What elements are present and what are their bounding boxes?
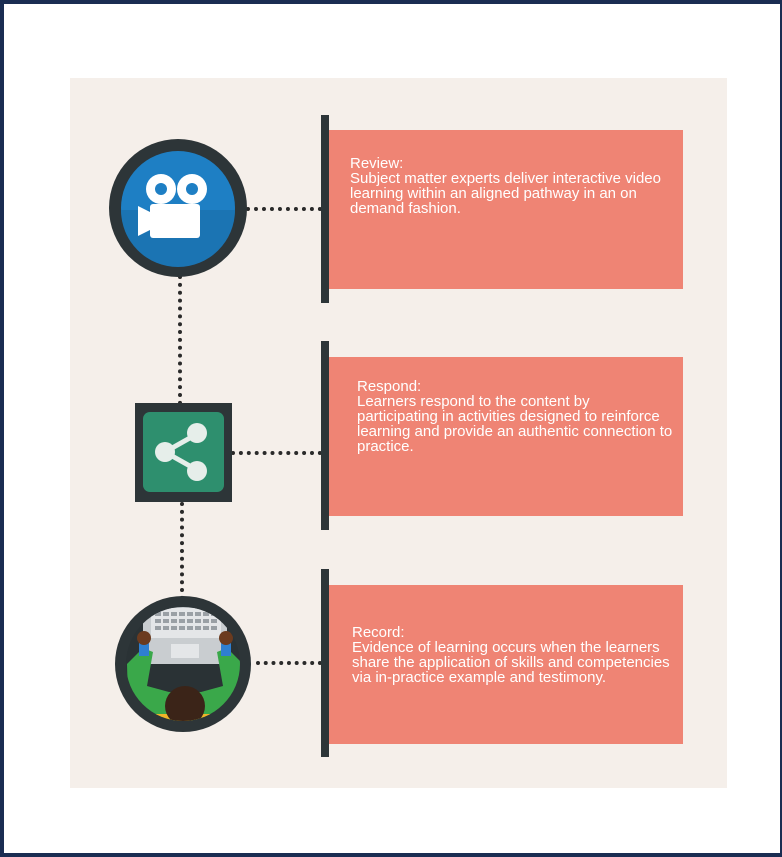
review-card: Review: Subject matter experts deliver i… [329, 130, 683, 289]
connector-review-card [246, 207, 322, 211]
respond-text: Learners respond to the content by parti… [357, 393, 673, 455]
record-bar [321, 569, 329, 757]
connector-respond-card [231, 451, 322, 455]
review-text: Subject matter experts deliver interacti… [350, 170, 661, 217]
record-text: Evidence of learning occurs when the lea… [352, 639, 670, 686]
connector-review-respond [178, 275, 182, 405]
learner-at-laptop-icon [115, 596, 251, 732]
respond-title: Respond: [357, 378, 422, 395]
video-camera-icon [109, 139, 247, 277]
review-title: Review: [350, 155, 404, 172]
record-card: Record: Evidence of learning occurs when… [329, 585, 683, 744]
connector-record-card [256, 661, 322, 665]
share-icon [135, 403, 232, 502]
respond-bar [321, 341, 329, 530]
review-bar [321, 115, 329, 303]
connector-respond-record [180, 502, 184, 600]
respond-card: Respond: Learners respond to the content… [329, 357, 683, 516]
record-title: Record: [352, 624, 405, 641]
